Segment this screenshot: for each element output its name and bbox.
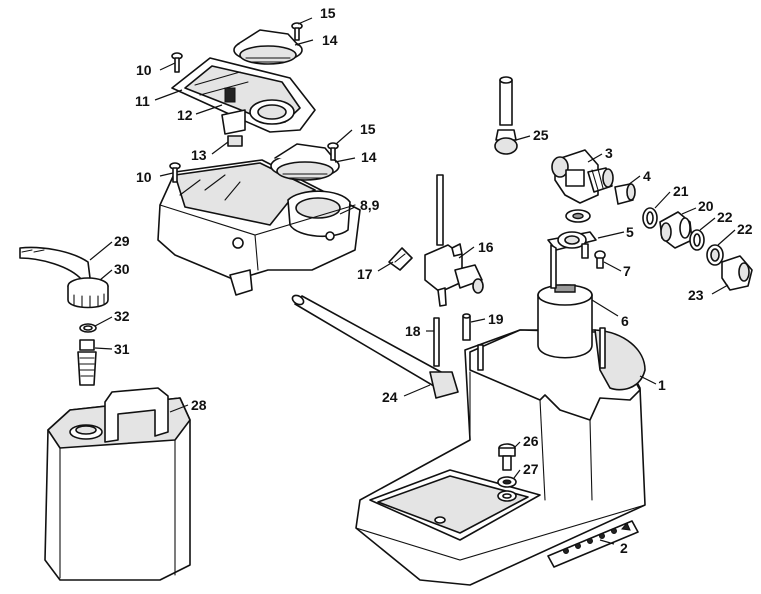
part-8-9-housing (157, 159, 361, 296)
callout-22-a: 22 (717, 209, 733, 225)
callout-7: 7 (623, 263, 631, 279)
part-20-fitting (659, 211, 693, 249)
part-18-rod (433, 317, 440, 367)
callout-29: 29 (114, 233, 130, 249)
callout-15-lower: 15 (360, 121, 376, 137)
part-30-cap (67, 277, 109, 309)
part-6-container (537, 284, 593, 359)
part-23-connector (721, 255, 753, 291)
part-15-screw-top (291, 22, 303, 41)
part-26-bolt (498, 443, 516, 471)
callout-8-9: 8,9 (360, 197, 380, 213)
part-5-bracket (547, 209, 597, 289)
callout-32: 32 (114, 308, 130, 324)
callout-18: 18 (405, 323, 421, 339)
leader-lines (89, 17, 736, 545)
part-14-cap-top (233, 29, 303, 65)
callout-17: 17 (357, 266, 373, 282)
part-32-ring (79, 323, 97, 333)
callout-16: 16 (478, 239, 494, 255)
part-13-spacer (221, 109, 246, 147)
part-2-warning-label (547, 520, 639, 568)
part-22-ring-a (689, 229, 705, 251)
part-11-lid (171, 57, 316, 133)
part-16-valve-assembly (424, 174, 484, 307)
callout-15-top: 15 (320, 5, 336, 21)
callout-26: 26 (523, 433, 539, 449)
callout-13: 13 (191, 147, 207, 163)
callout-14-top: 14 (322, 32, 338, 48)
callout-10-lower: 10 (136, 169, 152, 185)
callout-14-lower: 14 (361, 149, 377, 165)
callout-10-top: 10 (136, 62, 152, 78)
callout-21: 21 (673, 183, 689, 199)
part-25-tube (494, 76, 518, 155)
callout-labels: 15 14 10 11 12 13 15 14 10 8,9 25 3 4 21… (114, 5, 753, 556)
part-3-valve (551, 149, 614, 204)
part-21-ring (642, 207, 658, 229)
callout-25: 25 (533, 127, 549, 143)
part-15-screw-lower (327, 142, 339, 161)
part-28-canister (44, 387, 191, 581)
callout-24: 24 (382, 389, 398, 405)
callout-1: 1 (658, 377, 666, 393)
part-14-cap-lower (270, 143, 340, 181)
callout-30: 30 (114, 261, 130, 277)
callout-28: 28 (191, 397, 207, 413)
callout-6: 6 (621, 313, 629, 329)
part-1-frame (355, 327, 646, 586)
callout-2: 2 (620, 540, 628, 556)
callout-31: 31 (114, 341, 130, 357)
callout-4: 4 (643, 168, 651, 184)
part-17-clip (388, 247, 413, 271)
part-22-ring-b (706, 244, 724, 266)
part-27-washers (497, 476, 517, 502)
callout-19: 19 (488, 311, 504, 327)
callout-12: 12 (177, 107, 193, 123)
callout-20: 20 (698, 198, 714, 214)
callout-11: 11 (135, 93, 150, 109)
callout-22-b: 22 (737, 221, 753, 237)
part-19-pin (462, 313, 471, 341)
callout-27: 27 (523, 461, 539, 477)
callout-5: 5 (626, 224, 634, 240)
part-10-screw-lower (169, 162, 181, 183)
part-7-screw (594, 250, 606, 269)
callout-3: 3 (605, 145, 613, 161)
part-29-hose (19, 246, 91, 281)
part-4-nut (614, 183, 636, 205)
part-10-screw-top (171, 52, 183, 73)
part-24-tube (291, 294, 459, 399)
callout-23: 23 (688, 287, 704, 303)
part-31-fitting (77, 339, 97, 386)
